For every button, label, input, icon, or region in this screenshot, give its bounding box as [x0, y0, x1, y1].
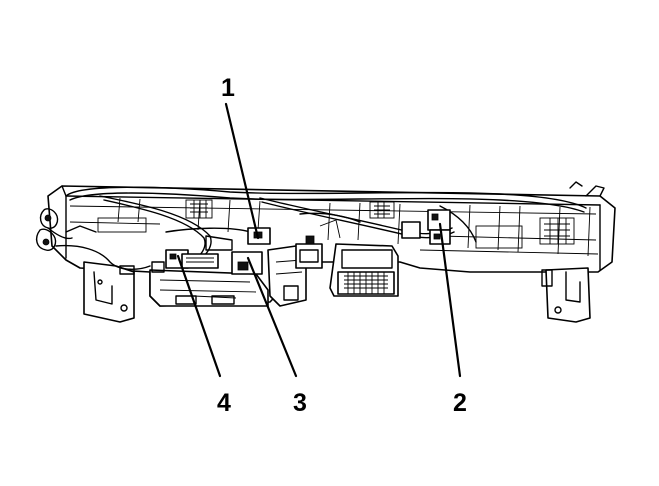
callout-labels: 1 2 3 4 [217, 74, 467, 417]
callout-1: 1 [221, 74, 235, 102]
center-components [119, 209, 451, 307]
callout-4: 4 [217, 389, 231, 417]
callout-2: 2 [453, 389, 467, 417]
leader-lines [176, 102, 462, 378]
leader-4 [176, 254, 222, 378]
leader-3 [246, 256, 298, 378]
leader-1 [224, 102, 260, 240]
leader-2 [438, 222, 462, 378]
callout-3: 3 [293, 389, 307, 417]
